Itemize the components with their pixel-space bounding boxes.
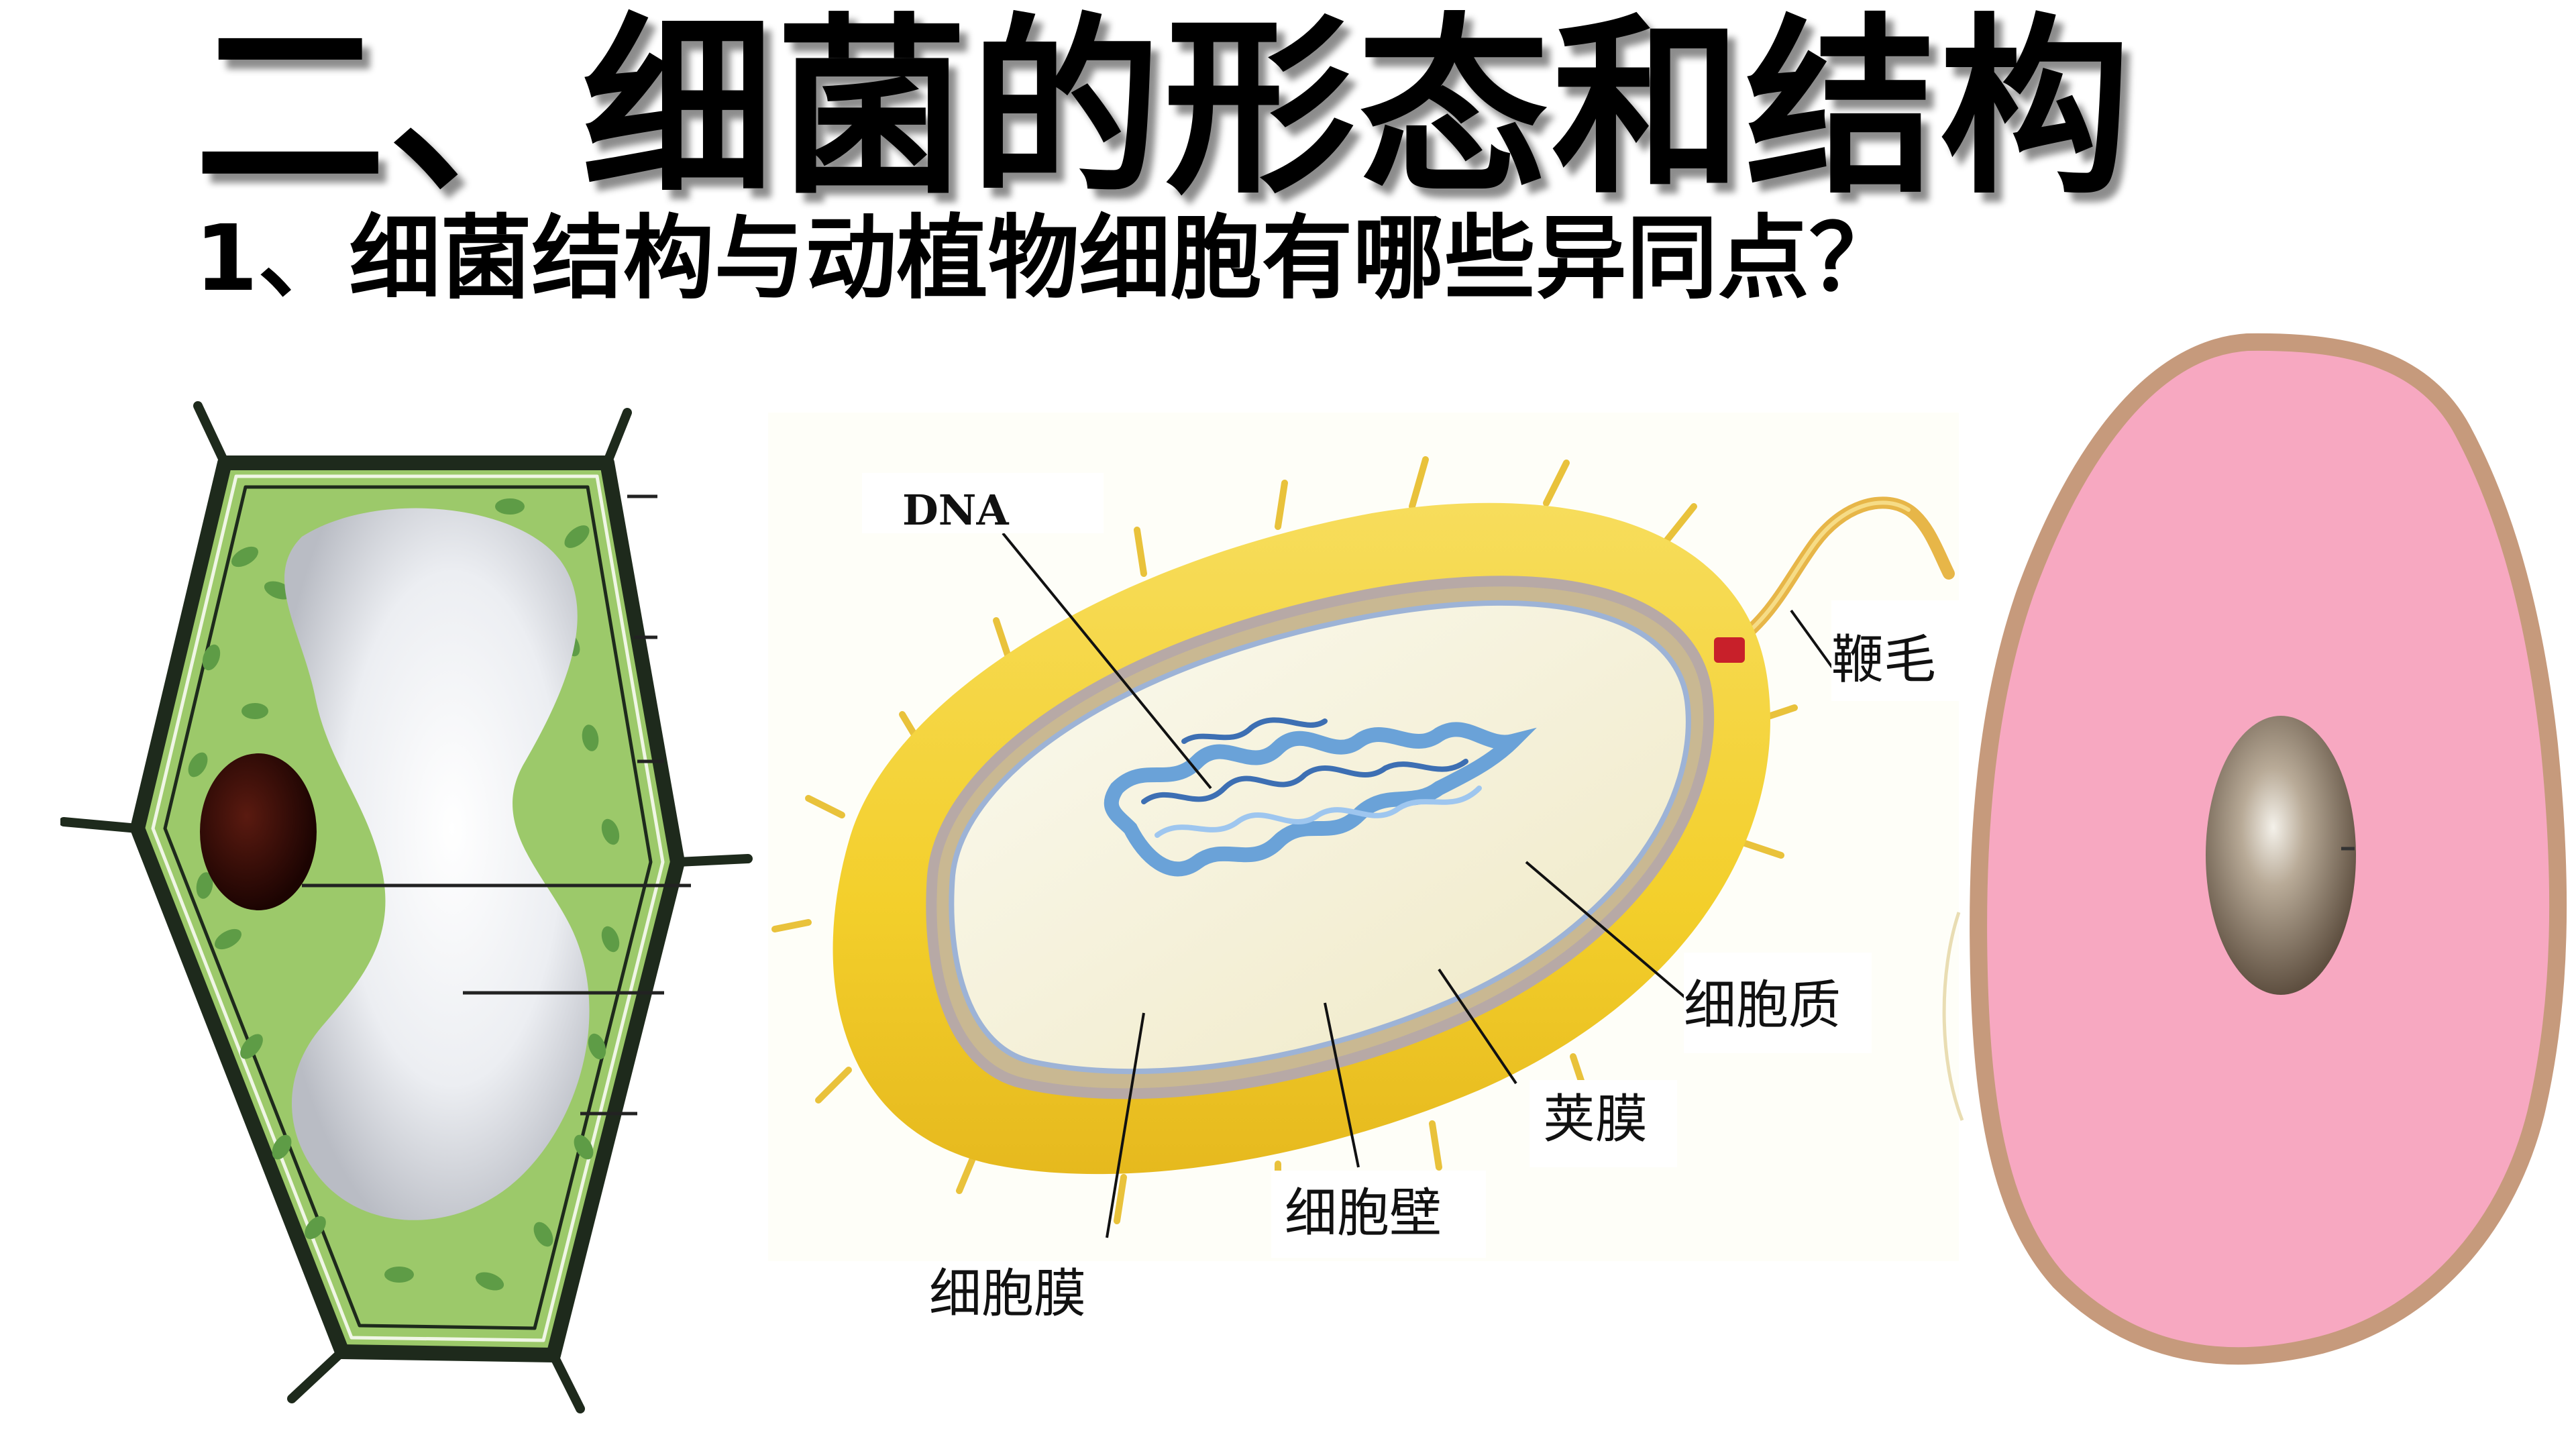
animal-cell-svg: [1942, 333, 2567, 1365]
label-capsule: 荚膜: [1529, 1080, 1677, 1167]
animal-nucleus: [2206, 716, 2356, 995]
label-cell-wall: 细胞壁: [1271, 1171, 1486, 1258]
bacterium-diagram: DNA 鞭毛 细胞质 荚膜 细胞壁 细胞膜: [768, 413, 1959, 1332]
slide-subtitle: 1、细菌结构与动植物细胞有哪些异同点？: [195, 206, 1900, 312]
bacterium-cytoplasm: [949, 600, 1691, 1075]
bacterium-svg: [768, 413, 1959, 1261]
bacterium-side-fragment: [1942, 912, 1964, 1121]
bacterium-dna: [1104, 717, 1537, 877]
plant-cell-diagram: [60, 389, 758, 1422]
plant-cell-wall: [60, 401, 753, 1413]
plant-nucleus: [200, 753, 317, 910]
animal-cell-diagram: [1925, 329, 2576, 1382]
bacterium-flagellum-base: [1714, 637, 1745, 663]
label-cell-membrane: 细胞膜: [902, 1261, 1124, 1332]
label-dna: DNA: [862, 473, 1104, 533]
bacterium-pointer-lines: [1002, 532, 1836, 1238]
slide-title: 二、细菌的形态和结构: [195, 0, 2133, 220]
label-cytoplasm: 细胞质: [1684, 953, 1872, 1053]
plant-vacuole: [284, 508, 590, 1220]
plant-cell-svg: [60, 401, 753, 1413]
label-flagellum: 鞭毛: [1831, 600, 1959, 701]
plant-pointer-lines: [302, 494, 691, 1116]
